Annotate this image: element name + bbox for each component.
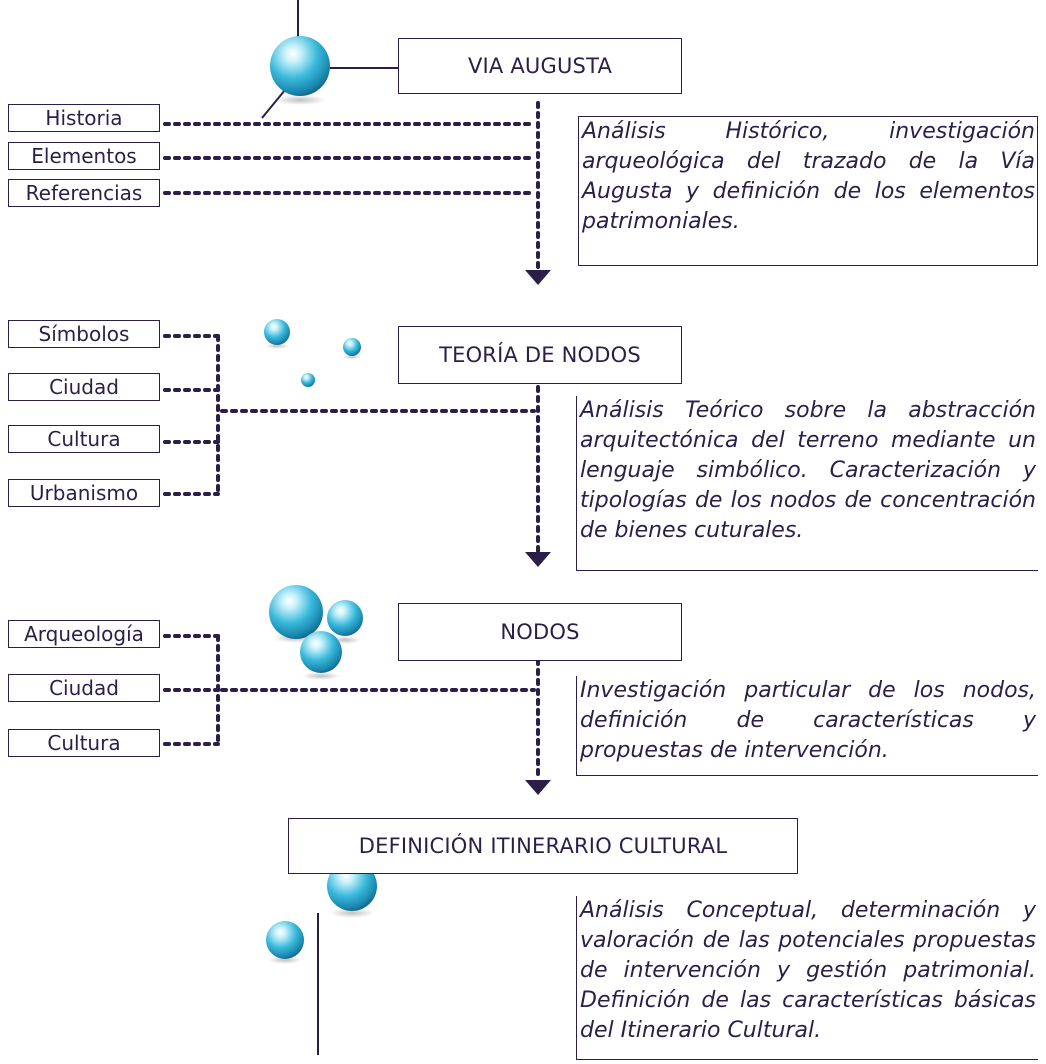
arrow-down-3 bbox=[525, 780, 551, 795]
sphere-connector-diagonal bbox=[261, 89, 286, 119]
sphere-icon bbox=[300, 631, 342, 673]
section-title-nodos: NODOS bbox=[398, 603, 682, 661]
item-arqueologia: Arqueología bbox=[8, 620, 160, 648]
item-referencias: Referencias bbox=[8, 179, 160, 207]
sphere-icon bbox=[264, 319, 290, 345]
section-title-definicion-itinerario: DEFINICIÓN ITINERARIO CULTURAL bbox=[288, 818, 798, 874]
sphere-icon bbox=[266, 921, 304, 959]
item-historia: Historia bbox=[8, 104, 160, 132]
arrow-down-1 bbox=[525, 270, 551, 285]
item-cultura: Cultura bbox=[8, 425, 160, 453]
description-definicion-itinerario: Análisis Conceptual, determinación y val… bbox=[576, 896, 1038, 1060]
section-title-via-augusta: VIA AUGUSTA bbox=[398, 38, 682, 94]
sphere-icon bbox=[301, 373, 315, 387]
item-ciudad: Ciudad bbox=[8, 373, 160, 401]
item-elementos: Elementos bbox=[8, 142, 160, 170]
sphere-icon bbox=[343, 338, 361, 356]
item-urbanismo: Urbanismo bbox=[8, 479, 160, 507]
sphere-icon bbox=[269, 585, 323, 639]
sphere-icon-group bbox=[264, 36, 377, 964]
sphere-icon bbox=[270, 36, 330, 96]
item-simbolos: Símbolos bbox=[8, 320, 160, 348]
description-nodos: Investigación particular de los nodos, d… bbox=[576, 676, 1038, 776]
sphere-icon bbox=[327, 600, 363, 636]
description-via-augusta: Análisis Histórico, investigación arqueo… bbox=[578, 116, 1038, 266]
description-teoria-de-nodos: Análisis Teórico sobre la abstracción ar… bbox=[576, 396, 1038, 571]
arrow-down-2 bbox=[525, 552, 551, 567]
item-ciudad-2: Ciudad bbox=[8, 674, 160, 702]
item-cultura-2: Cultura bbox=[8, 729, 160, 757]
section-title-teoria-de-nodos: TEORÍA DE NODOS bbox=[398, 326, 682, 384]
